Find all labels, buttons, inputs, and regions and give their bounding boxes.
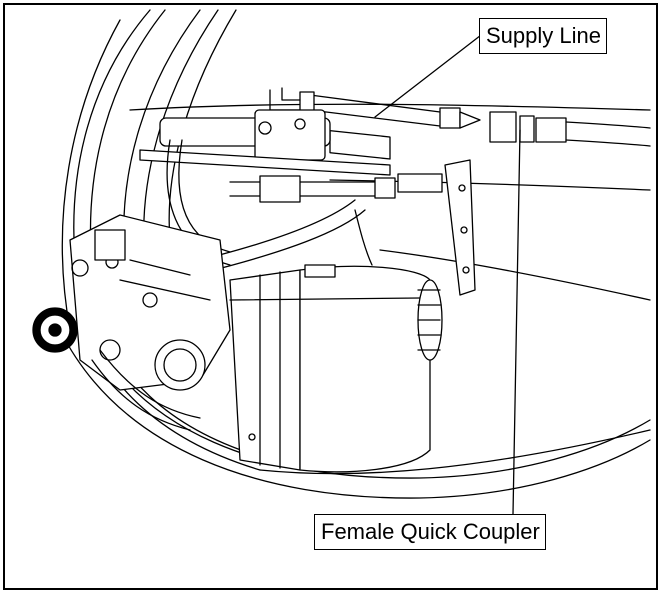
pump-body xyxy=(69,214,231,391)
valve-assembly xyxy=(139,87,391,176)
coupler-leader xyxy=(512,129,521,515)
supply-line-hose xyxy=(299,91,651,160)
middle-hose xyxy=(229,159,476,296)
drum-motor xyxy=(229,264,443,473)
female-quick-coupler-callout: Female Quick Coupler xyxy=(314,514,546,550)
gear xyxy=(32,307,78,353)
leader-lines xyxy=(374,31,521,515)
supply-line-leader xyxy=(374,31,486,118)
supply-line-callout: Supply Line xyxy=(479,18,607,54)
lower-hose xyxy=(91,349,201,431)
background-hoses xyxy=(59,9,651,499)
